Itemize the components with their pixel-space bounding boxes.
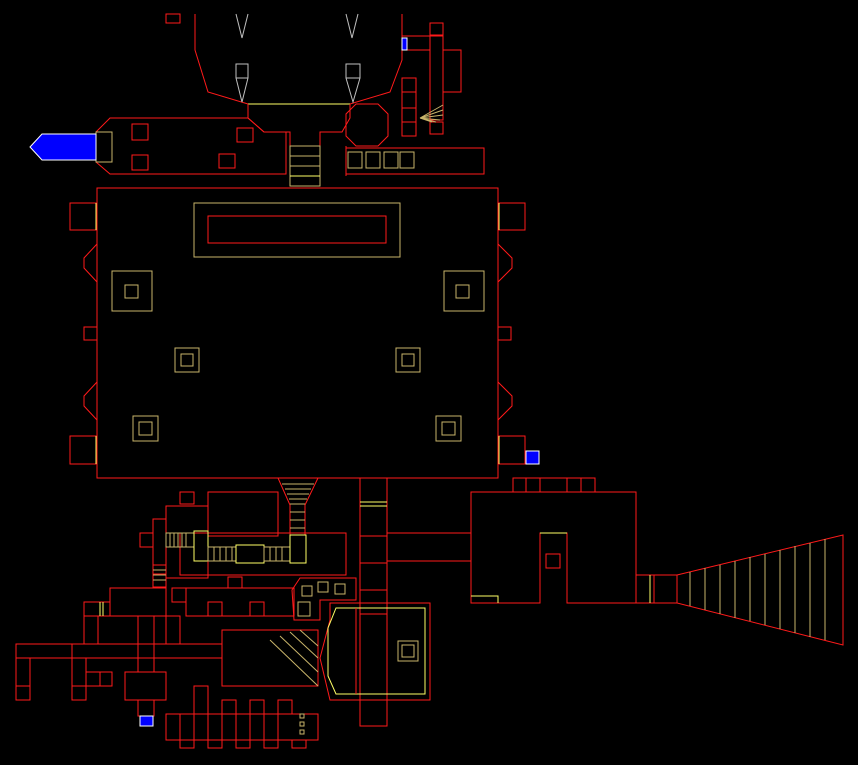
pillar bbox=[435, 415, 462, 442]
south-funnel bbox=[277, 477, 319, 536]
pillar bbox=[443, 270, 485, 312]
sw-complex bbox=[15, 491, 357, 749]
teleporter-pad-icon bbox=[401, 37, 408, 51]
east-stair-fan bbox=[676, 534, 844, 646]
arena-platform bbox=[193, 202, 401, 258]
pillar bbox=[395, 347, 421, 373]
east-wing bbox=[386, 477, 678, 604]
central-corridor bbox=[359, 477, 388, 727]
spike-icon bbox=[235, 63, 249, 103]
teleporter-pad-icon bbox=[139, 715, 154, 727]
west-hall bbox=[29, 117, 287, 175]
main-arena bbox=[69, 187, 540, 479]
north-post bbox=[165, 13, 181, 24]
pillar bbox=[132, 415, 159, 442]
ne-stair-rooms bbox=[401, 22, 462, 137]
spike-icon bbox=[345, 63, 361, 104]
arena-walls bbox=[96, 187, 499, 479]
octagon-room bbox=[345, 103, 389, 147]
spike-icon bbox=[345, 13, 359, 39]
north-courtyard bbox=[165, 13, 403, 105]
pillar bbox=[111, 270, 153, 312]
pillar bbox=[174, 347, 200, 373]
spike-icon bbox=[235, 13, 249, 39]
teleporter-pad-icon bbox=[525, 450, 540, 465]
teleporter-arrow-icon bbox=[29, 133, 97, 161]
east-hall bbox=[345, 147, 485, 175]
south-hex-room bbox=[319, 602, 431, 701]
